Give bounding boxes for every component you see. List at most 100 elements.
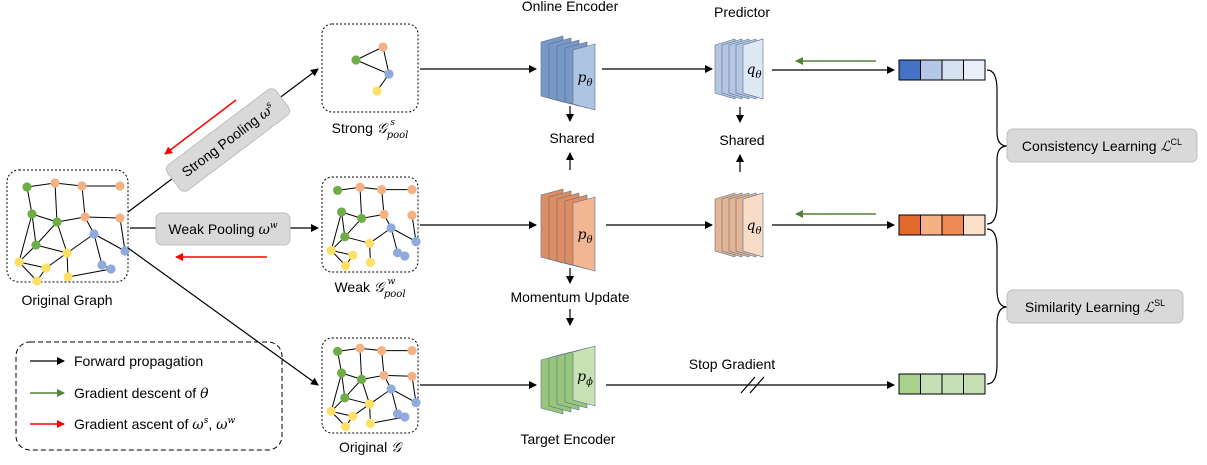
target-encoder: pϕ (540, 345, 596, 415)
strong-pooled-graph (321, 23, 419, 113)
graph-node (365, 399, 375, 409)
graph-node (407, 371, 417, 381)
weak-pooling-label: Weak Pooling ωw (168, 221, 277, 238)
graph-edge (18, 261, 47, 269)
legend-ascent-label: Gradient ascent of ωs, ωw (74, 416, 236, 433)
graph-node (355, 182, 365, 192)
embedding-cell (963, 59, 986, 81)
graph-edge (359, 187, 363, 219)
graph-node (400, 412, 410, 422)
graph-node (337, 368, 347, 378)
original-graph-frame (6, 169, 129, 283)
graph-node (80, 212, 90, 222)
bracket-target-to-similarity (986, 306, 1008, 385)
embedding-cell (898, 214, 921, 236)
legend-frame (15, 341, 283, 451)
graph-node (77, 181, 87, 191)
graph-edge (93, 233, 126, 252)
graph-node (333, 346, 343, 356)
graph-node (411, 237, 421, 247)
graph-node (379, 209, 389, 219)
weak-graph-nodes (326, 182, 421, 271)
weak-encoder-layer (572, 196, 596, 272)
graph-node (378, 42, 388, 52)
graph-node (340, 393, 350, 403)
graph-edge (81, 185, 86, 218)
embedding-cell (920, 373, 943, 395)
graph-edge (355, 46, 384, 61)
graph-node (365, 238, 375, 248)
graph-node (393, 248, 403, 258)
target-encoder-layer (572, 345, 596, 407)
original-g-label: Original 𝒢 (339, 439, 403, 456)
graph-node (120, 246, 130, 256)
graph-edge (330, 211, 343, 251)
weak-graph-label: Weak 𝒢poolw (334, 277, 405, 300)
graph-edge (66, 233, 95, 254)
original-g-nodes (326, 343, 421, 432)
graph-node (372, 86, 382, 96)
online-encoder-layer (572, 43, 596, 111)
predictor-strong: qθ (714, 38, 764, 100)
graph-node (407, 210, 417, 220)
graph-node (89, 229, 99, 239)
stop-gradient-slash-1 (740, 376, 756, 394)
strong-graph-frame (321, 23, 419, 113)
graph-node (32, 276, 42, 286)
graph-node (50, 178, 60, 188)
graph-node (115, 181, 125, 191)
graph-node (411, 398, 421, 408)
graph-edge (35, 244, 68, 254)
red-arrow-strong (164, 99, 237, 155)
graph-edge (359, 348, 363, 380)
embedding-cell (920, 214, 943, 236)
graph-edge (67, 268, 112, 278)
predictor-weak: qθ (714, 192, 764, 258)
graph-node (341, 261, 351, 271)
weak-predictor-layer (742, 192, 764, 258)
graph-node (357, 213, 367, 223)
bracket-weak-to-similarity (986, 228, 1008, 308)
embedding-strong (898, 59, 986, 81)
legend: Forward propagation Gradient descent of … (15, 341, 283, 451)
graph-node (400, 251, 410, 261)
graph-edge (54, 182, 58, 223)
graph-node (386, 384, 396, 394)
graph-node (365, 418, 375, 428)
graph-node (337, 207, 347, 217)
embedding-cell (963, 373, 986, 395)
graph-node (22, 182, 32, 192)
graph-edge (84, 216, 121, 219)
graph-node (407, 185, 417, 195)
consistency-learning-box: Consistency Learning ℒCL (1006, 128, 1198, 163)
online-encoder: pθ (540, 35, 596, 111)
graph-node (365, 257, 375, 267)
graph-edge (56, 216, 86, 223)
momentum-update-label: Momentum Update (510, 289, 629, 305)
graph-node (357, 374, 367, 384)
graph-edge (355, 59, 390, 75)
graph-node (393, 409, 403, 419)
graph-node (348, 411, 358, 421)
embedding-cell (920, 59, 943, 81)
original-graph-label: Original Graph (21, 292, 112, 308)
similarity-learning-box: Similarity Learning ℒSL (1006, 289, 1184, 324)
graph-node (407, 346, 417, 356)
graph-node (41, 263, 51, 273)
embedding-cell (898, 373, 921, 395)
weak-pooling-bg (155, 212, 291, 246)
graph-edge (26, 182, 56, 188)
graph-node (27, 209, 37, 219)
graph-node (333, 185, 343, 195)
graph-edge (119, 217, 126, 252)
graph-node (31, 240, 41, 250)
original-graph-nodes (14, 178, 130, 286)
graph-node (326, 406, 336, 416)
graph-node (14, 257, 24, 267)
graph-edge (370, 416, 405, 424)
graph-node (341, 422, 351, 432)
graph-node (97, 260, 107, 270)
strong-pooling-bg (165, 88, 291, 192)
stop-gradient-slash-2 (749, 376, 765, 394)
